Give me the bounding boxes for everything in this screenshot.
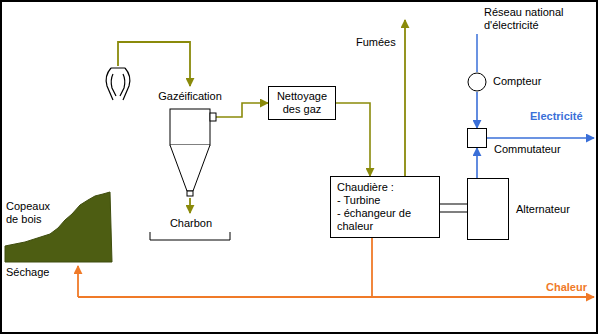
drying-arrow [77,266,79,297]
meter-circle: Compteur [467,72,487,92]
flue-gas-arrow [404,20,406,176]
charcoal-bracket [150,232,230,240]
meter-outline [467,72,487,92]
flow-connector [476,92,478,128]
electricity-arrow [487,137,594,139]
gasifier: Gazéification [150,89,230,199]
flow-connector [336,103,370,176]
cyclone-inlet [210,113,216,121]
process-box: Chaudière :- Turbine- échangeur de chale… [330,176,440,238]
heat-line [371,238,373,297]
heat-line [78,296,594,298]
grid-line [476,34,478,72]
node-label: Nettoyage des gaz [271,90,333,116]
node-label: Compteur [493,75,541,88]
flow-connector [476,148,478,178]
feed-line [118,42,190,86]
process-box: Nettoyage des gaz [268,86,336,120]
text-label: Fumées [356,36,396,49]
cyclone-cone [170,145,210,191]
text-label: Charbon [168,217,214,230]
node-label: Commutateur [494,143,561,156]
grab-claw [106,68,130,100]
text-label: Réseau national d'électricité [484,6,584,32]
flow-connector [216,103,268,117]
cyclone-outline [150,105,230,199]
meter-circle [468,73,486,91]
node-label: - Turbine [337,194,433,207]
charcoal-arrow [189,198,191,213]
text-label: Séchage [6,266,49,279]
text-label: Chaleur [546,281,587,294]
node-label: Chaudière : [337,181,433,194]
cyclone-body [170,109,210,145]
cyclone-outlet [187,191,193,196]
node-heading: Gazéification [150,89,230,103]
generator-box: Alternateur [467,178,509,240]
switch-box: Commutateur [467,128,487,148]
node-label: - échangeur de chaleur [337,207,433,233]
flow-connector [440,204,467,212]
text-label: Electricité [530,110,583,123]
text-label: Copeaux de bois [6,200,54,226]
node-label: Alternateur [516,203,570,216]
wood-chip-pile [5,192,112,262]
